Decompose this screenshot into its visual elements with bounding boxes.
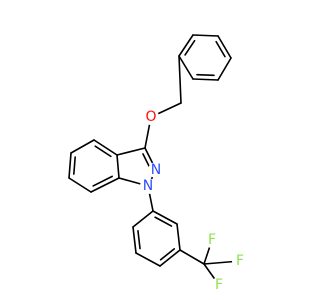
bond-C7a-C3a [116, 154, 120, 179]
bond-i4-i5 [70, 139, 95, 154]
atom-label-n2: N [151, 162, 161, 178]
bond-b4-b5 [217, 57, 232, 81]
atom-label-o1: O [145, 109, 156, 125]
bond-b5-b6 [192, 78, 219, 81]
bond-b1-b2 [178, 34, 194, 57]
bond-C3a-C3 [116, 147, 146, 156]
bond-a1-a2-inner [154, 216, 173, 227]
bond-i5-i6 [68, 152, 72, 179]
bond-i7-C7a-inner [92, 175, 113, 187]
atom-label-f3: F [208, 232, 216, 248]
atom-background-f3 [204, 232, 220, 248]
atom-background-o1 [143, 109, 159, 125]
bond-a3-CF3 [179, 249, 205, 265]
atom-background-n2 [148, 162, 164, 178]
bond-a4-a5 [135, 252, 161, 267]
bond-a5-a6-inner [137, 230, 141, 250]
bond-i6-i7 [68, 177, 92, 193]
atom-label-n1: N [143, 178, 153, 194]
bond-a5-a6 [132, 226, 137, 254]
atom-background-n1 [140, 178, 156, 194]
bond-b5-b6-inner [196, 73, 215, 77]
bond-a1-a2 [152, 210, 178, 225]
bond-a3-a4-inner [159, 248, 176, 261]
bond-b1-ch2 [178, 55, 182, 104]
atom-label-f1: F [236, 253, 244, 269]
bond-C3a-i4-inner [94, 145, 112, 158]
bond-C3a-i4 [93, 139, 118, 156]
bond-i7-C7a [90, 177, 120, 193]
atom-background-f1 [232, 253, 248, 269]
bond-i5-i6-inner [73, 156, 76, 175]
atom-label-f2: F [215, 277, 223, 293]
bond-a6-a1 [132, 210, 154, 228]
bond-b3-b4 [217, 35, 232, 59]
bond-b1-b2-inner [184, 39, 196, 56]
bond-a2-a3 [176, 223, 181, 251]
bond-b2-b3 [192, 34, 219, 37]
atom-background-f2 [211, 277, 227, 293]
bond-b6-b1 [178, 55, 194, 80]
bond-a3-a4 [159, 249, 181, 267]
bond-b3-b4-inner [215, 40, 226, 58]
